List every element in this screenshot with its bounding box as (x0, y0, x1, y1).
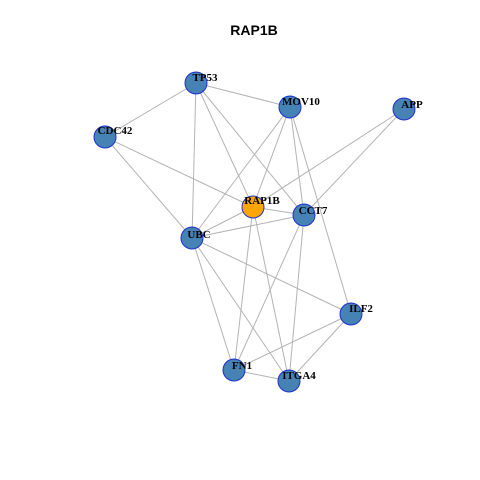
node-label: UBC (187, 229, 210, 241)
node-label: MOV10 (282, 96, 320, 108)
node-ubc[interactable]: UBC (180, 226, 211, 250)
node-label: APP (401, 99, 423, 111)
edge-ubc-ilf2 (191, 237, 352, 315)
node-tp53[interactable]: TP53 (184, 71, 218, 95)
node-circle[interactable] (278, 95, 302, 119)
edge-tp53-mov10 (195, 82, 291, 108)
node-circle[interactable] (339, 302, 363, 326)
node-label: ITGA4 (282, 370, 316, 382)
node-itga4[interactable]: ITGA4 (277, 369, 316, 393)
node-circle[interactable] (277, 369, 301, 393)
edge-ubc-fn1 (191, 237, 235, 371)
node-app[interactable]: APP (392, 97, 423, 121)
edge-tp53-rap1b (195, 82, 254, 208)
edge-mov10-ubc (191, 106, 291, 239)
node-label: CDC42 (98, 125, 133, 137)
node-circle[interactable] (292, 203, 316, 227)
node-ilf2[interactable]: ILF2 (339, 302, 373, 326)
node-circle[interactable] (222, 358, 246, 382)
node-label: RAP1B (244, 195, 280, 207)
edge-tp53-cct7 (195, 82, 305, 216)
node-circle[interactable] (241, 195, 265, 219)
edge-app-rap1b (252, 108, 405, 208)
graph-title: RAP1B (230, 22, 277, 38)
edge-cct7-fn1 (233, 214, 305, 371)
node-cct7[interactable]: CCT7 (292, 203, 328, 227)
edge-app-cct7 (303, 108, 405, 216)
edge-mov10-cct7 (289, 106, 305, 216)
edge-ubc-itga4 (191, 237, 290, 382)
edge-cdc42-rap1b (104, 136, 254, 208)
node-mov10[interactable]: MOV10 (278, 95, 320, 119)
node-label: ILF2 (349, 303, 373, 315)
node-cdc42[interactable]: CDC42 (93, 125, 133, 149)
node-rap1b[interactable]: RAP1B (241, 195, 280, 219)
edge-layer (104, 82, 405, 382)
edge-mov10-rap1b (252, 106, 291, 208)
edge-cct7-itga4 (288, 214, 305, 382)
edge-ilf2-fn1 (233, 313, 352, 371)
node-circle[interactable] (392, 97, 416, 121)
node-circle[interactable] (93, 125, 117, 149)
edge-cdc42-ubc (104, 136, 193, 239)
node-label: CCT7 (299, 205, 328, 217)
edge-mov10-ilf2 (289, 106, 352, 315)
edge-rap1b-itga4 (252, 206, 290, 382)
edge-rap1b-fn1 (233, 206, 254, 371)
edge-cct7-ubc (191, 214, 305, 239)
edge-tp53-ubc (191, 82, 197, 239)
node-label: TP53 (192, 72, 218, 84)
node-fn1[interactable]: FN1 (222, 358, 252, 382)
node-circle[interactable] (184, 71, 208, 95)
node-label: FN1 (232, 360, 252, 372)
node-circle[interactable] (180, 226, 204, 250)
edge-ilf2-itga4 (288, 313, 352, 382)
edge-tp53-cdc42 (104, 82, 197, 138)
